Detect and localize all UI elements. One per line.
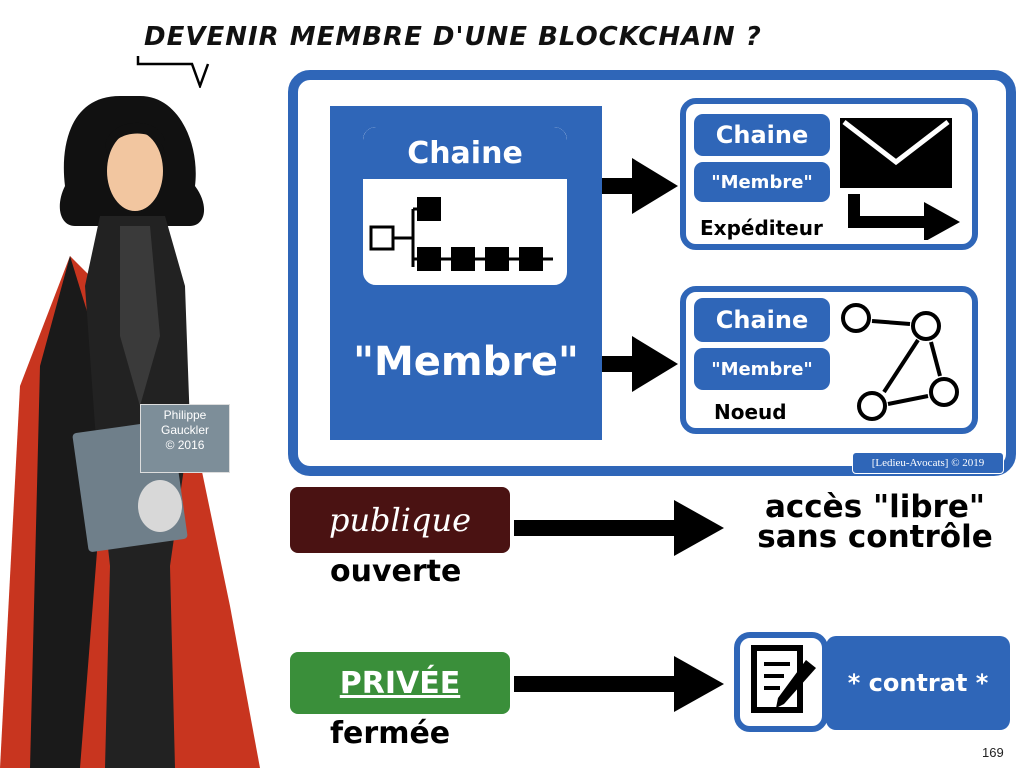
node-chain-label: Chaine bbox=[694, 298, 830, 342]
character-illustration: Philippe Gauckler © 2016 bbox=[0, 86, 260, 768]
public-subtitle: ouverte bbox=[330, 554, 462, 589]
copyright-label: [Ledieu-Avocats] © 2019 bbox=[852, 452, 1004, 474]
arrow-public-icon bbox=[514, 500, 724, 556]
node-box: Chaine "Membre" Noeud bbox=[680, 286, 978, 434]
credit-line2: Gauckler bbox=[160, 423, 210, 437]
node-member-label: "Membre" bbox=[694, 348, 830, 390]
arrow-private-icon bbox=[514, 656, 724, 712]
credit-line1: Philippe bbox=[163, 408, 207, 422]
public-result: accès "libre" sans contrôle bbox=[730, 489, 1020, 555]
contract-signature-icon bbox=[751, 645, 816, 713]
speech-bubble-outline bbox=[136, 56, 210, 88]
private-badge: PRIVÉE bbox=[290, 652, 510, 714]
caped-woman-figure bbox=[0, 96, 260, 768]
public-result-line1: accès "libre" bbox=[765, 489, 985, 525]
public-result-line2: sans contrôle bbox=[757, 519, 993, 555]
contract-label: * contrat * bbox=[826, 636, 1010, 730]
page-number: 169 bbox=[982, 745, 1004, 760]
speech-bubble: DEVENIR MEMBRE D'UNE BLOCKCHAIN ? bbox=[130, 16, 790, 88]
arrow-to-sender-icon bbox=[602, 158, 678, 214]
private-badge-label: PRIVÉE bbox=[339, 665, 461, 701]
sender-role-label: Expéditeur bbox=[700, 216, 823, 240]
node-role-label: Noeud bbox=[714, 400, 787, 424]
chain-card: Chaine bbox=[360, 124, 570, 288]
sender-box: Chaine "Membre" Expéditeur bbox=[680, 98, 978, 250]
network-nodes-icon bbox=[841, 303, 959, 421]
private-subtitle: fermée bbox=[330, 716, 451, 751]
credit-line3: © 2016 bbox=[165, 438, 205, 452]
chain-blocks-icon bbox=[369, 197, 553, 271]
arrow-to-node-icon bbox=[602, 336, 678, 392]
contract-icon-box bbox=[734, 632, 828, 732]
sender-member-label: "Membre" bbox=[694, 162, 830, 202]
speech-question: DEVENIR MEMBRE D'UNE BLOCKCHAIN ? bbox=[144, 22, 762, 52]
member-panel-label: "Membre" bbox=[353, 339, 579, 385]
member-panel: Chaine "Membre" bbox=[330, 106, 602, 440]
sender-chain-label: Chaine bbox=[694, 114, 830, 156]
envelope-send-icon bbox=[840, 118, 960, 240]
chain-card-title: Chaine bbox=[363, 127, 567, 179]
public-badge: publique bbox=[290, 487, 510, 553]
credit-tag: Philippe Gauckler © 2016 bbox=[140, 404, 230, 473]
